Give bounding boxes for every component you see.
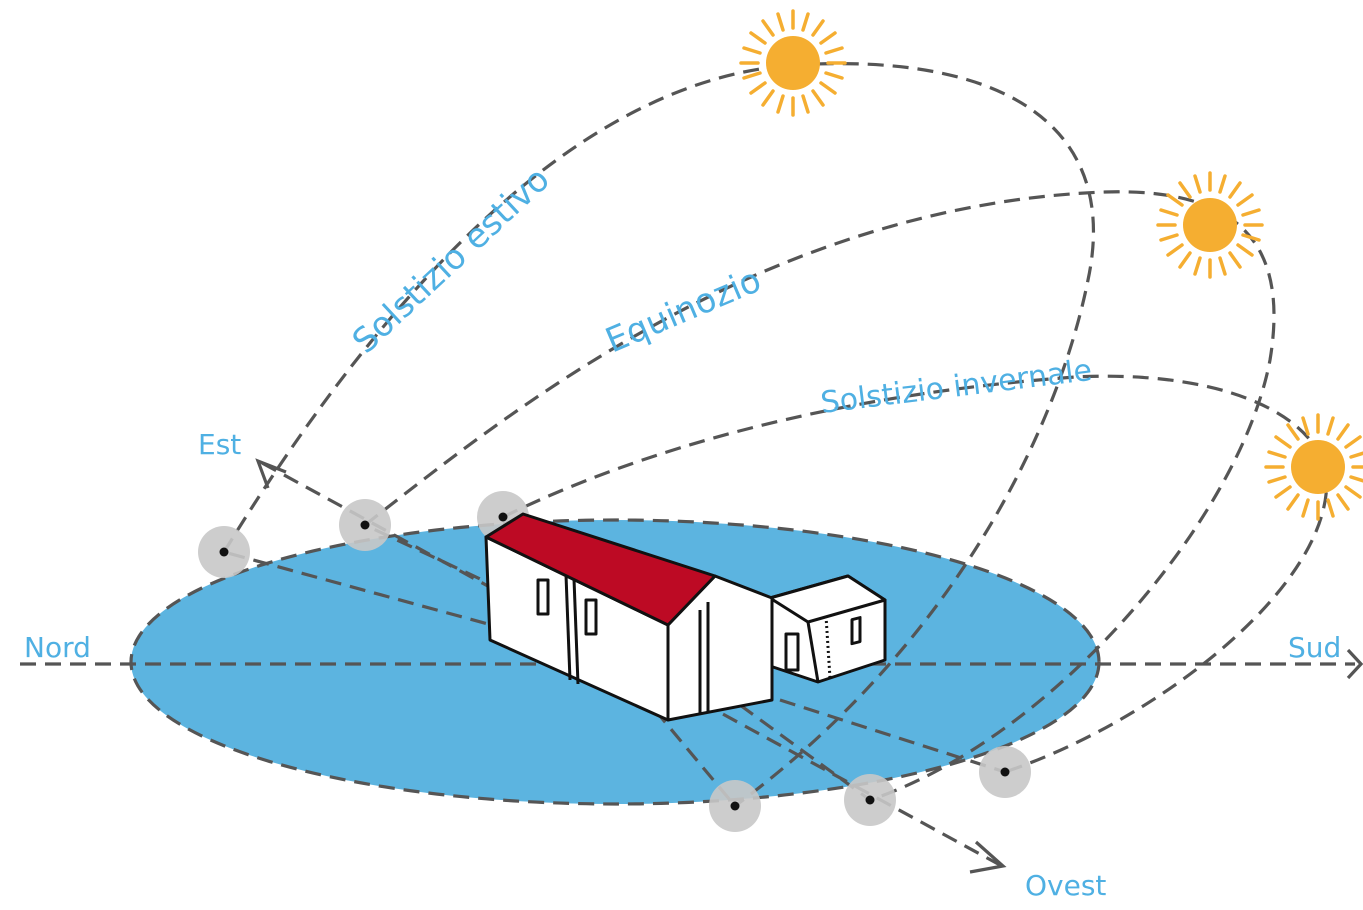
sun-icon <box>1264 413 1363 521</box>
roof <box>484 512 717 627</box>
sud-arrowhead <box>1346 648 1363 680</box>
summer-solstice-path <box>222 62 1095 808</box>
ovest-label: Ovest <box>1025 869 1106 902</box>
sud-label: Sud <box>1288 631 1341 664</box>
equinox-path <box>364 190 1276 802</box>
equinox-label: Equinozio <box>600 260 767 361</box>
nord-label: Nord <box>24 631 91 664</box>
winter-solstice-label: Solstizio invernale <box>819 353 1094 421</box>
sun-icon <box>739 9 847 117</box>
path-endpoints <box>198 491 1031 832</box>
winter-solstice-path <box>502 374 1329 774</box>
sun-icon <box>1156 171 1264 279</box>
house-icon <box>484 512 887 722</box>
ovest-arrowhead <box>969 840 1007 874</box>
est-label: Est <box>198 428 241 461</box>
est-arrowhead <box>255 458 287 489</box>
summer-solstice-label: Solstizio estivo <box>345 159 558 361</box>
